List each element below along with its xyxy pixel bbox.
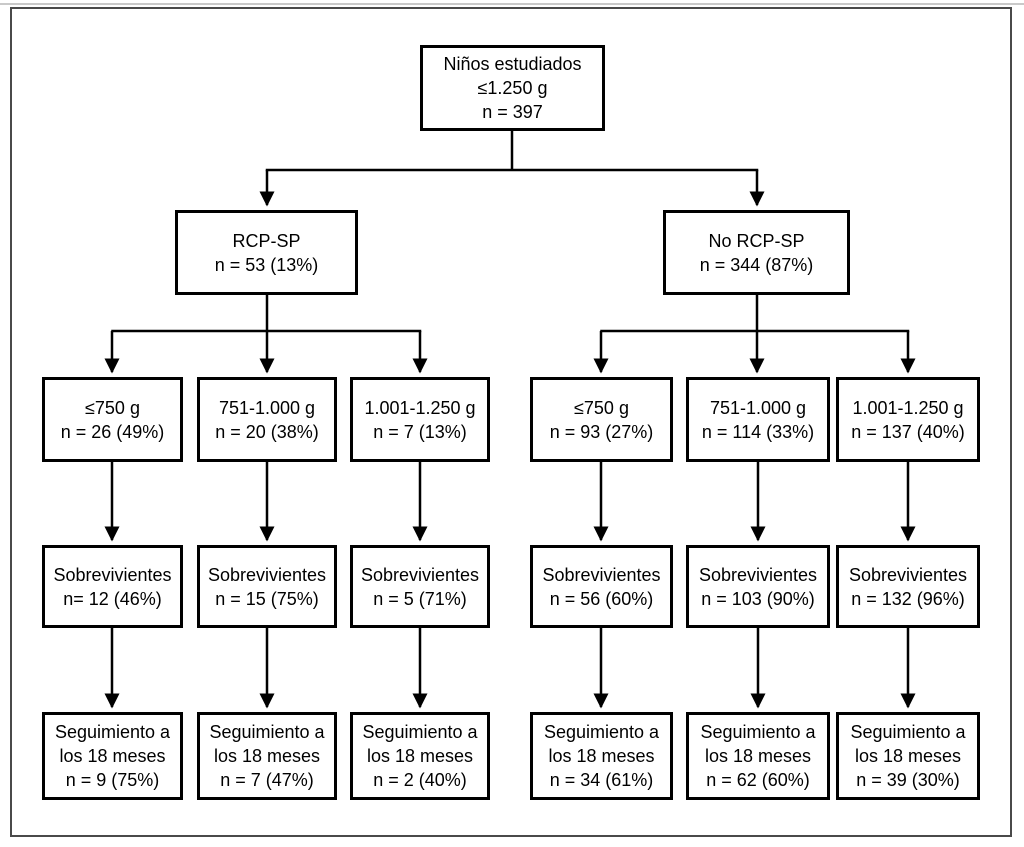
node-no-rcp-sp: No RCP-SP n = 344 (87%) xyxy=(663,210,850,295)
node-line: 1.001-1.250 g xyxy=(364,397,476,418)
node-line: Niños estudiados xyxy=(443,54,582,74)
node-line: n = 62 (60%) xyxy=(706,770,810,790)
node-line: Seguimiento a xyxy=(543,722,660,742)
node-line: n = 26 (49%) xyxy=(60,421,165,442)
node-line: 751-1.000 g xyxy=(218,397,316,418)
node-line: n = 137 (40%) xyxy=(851,421,965,442)
figure-border xyxy=(10,7,1012,837)
node-line: los 18 meses xyxy=(213,746,321,766)
node-line: n = 20 (38%) xyxy=(215,421,319,442)
node-line: los 18 meses xyxy=(704,746,812,766)
node-line: Seguimiento a xyxy=(700,722,816,742)
node-line: Seguimiento a xyxy=(209,722,325,742)
node-line: n = 7 (13%) xyxy=(373,421,467,442)
node-line: n = 56 (60%) xyxy=(549,588,654,609)
node-line: 1.001-1.250 g xyxy=(852,397,964,418)
node-line: n = 34 (61%) xyxy=(549,770,654,790)
node-survivors-rcp-750: Sobrevivientes n= 12 (46%) xyxy=(42,545,183,628)
node-survivors-norcp-1001-1250: Sobrevivientes n = 132 (96%) xyxy=(836,545,980,628)
node-followup-rcp-750: Seguimiento a los 18 meses n = 9 (75%) xyxy=(42,712,183,800)
node-rcp-sp: RCP-SP n = 53 (13%) xyxy=(175,210,358,295)
node-line: los 18 meses xyxy=(548,746,655,766)
figure-top-edge xyxy=(0,3,1024,5)
node-weight-norcp-751-1000: 751-1.000 g n = 114 (33%) xyxy=(686,377,830,462)
node-line: n = 114 (33%) xyxy=(701,421,815,442)
node-line: ≤1.250 g xyxy=(477,78,548,98)
node-followup-norcp-751-1000: Seguimiento a los 18 meses n = 62 (60%) xyxy=(686,712,830,800)
node-line: Sobrevivientes xyxy=(207,564,327,585)
node-line: n = 53 (13%) xyxy=(214,254,319,275)
node-followup-rcp-1001-1250: Seguimiento a los 18 meses n = 2 (40%) xyxy=(350,712,490,800)
node-line: ≤750 g xyxy=(574,397,629,418)
node-line: n = 93 (27%) xyxy=(549,421,654,442)
node-line: n= 12 (46%) xyxy=(63,588,162,609)
node-root-population: Niños estudiados ≤1.250 g n = 397 xyxy=(420,45,605,131)
node-line: n = 103 (90%) xyxy=(701,588,815,609)
node-line: No RCP-SP xyxy=(708,230,805,251)
node-line: Seguimiento a xyxy=(362,722,478,742)
node-weight-rcp-751-1000: 751-1.000 g n = 20 (38%) xyxy=(197,377,337,462)
node-line: Seguimiento a xyxy=(850,722,966,742)
node-line: Sobrevivientes xyxy=(698,564,818,585)
node-line: Sobrevivientes xyxy=(53,564,172,585)
node-followup-norcp-1001-1250: Seguimiento a los 18 meses n = 39 (30%) xyxy=(836,712,980,800)
node-line: Seguimiento a xyxy=(54,722,171,742)
node-weight-rcp-750: ≤750 g n = 26 (49%) xyxy=(42,377,183,462)
node-line: los 18 meses xyxy=(366,746,474,766)
node-line: n = 344 (87%) xyxy=(699,254,814,275)
node-line: n = 39 (30%) xyxy=(856,770,960,790)
node-weight-norcp-1001-1250: 1.001-1.250 g n = 137 (40%) xyxy=(836,377,980,462)
node-survivors-rcp-751-1000: Sobrevivientes n = 15 (75%) xyxy=(197,545,337,628)
node-weight-norcp-750: ≤750 g n = 93 (27%) xyxy=(530,377,673,462)
node-weight-rcp-1001-1250: 1.001-1.250 g n = 7 (13%) xyxy=(350,377,490,462)
node-followup-rcp-751-1000: Seguimiento a los 18 meses n = 7 (47%) xyxy=(197,712,337,800)
node-line: n = 9 (75%) xyxy=(65,770,160,790)
node-line: n = 15 (75%) xyxy=(215,588,319,609)
node-line: ≤750 g xyxy=(85,397,140,418)
node-survivors-norcp-751-1000: Sobrevivientes n = 103 (90%) xyxy=(686,545,830,628)
node-line: los 18 meses xyxy=(854,746,962,766)
node-followup-norcp-750: Seguimiento a los 18 meses n = 34 (61%) xyxy=(530,712,673,800)
node-line: Sobrevivientes xyxy=(360,564,480,585)
node-line: RCP-SP xyxy=(232,230,301,251)
node-line: n = 2 (40%) xyxy=(373,770,467,790)
node-line: n = 5 (71%) xyxy=(373,588,467,609)
node-line: Sobrevivientes xyxy=(848,564,968,585)
node-line: n = 132 (96%) xyxy=(851,588,965,609)
node-line: 751-1.000 g xyxy=(709,397,807,418)
node-line: los 18 meses xyxy=(59,746,166,766)
node-survivors-rcp-1001-1250: Sobrevivientes n = 5 (71%) xyxy=(350,545,490,628)
node-line: n = 397 xyxy=(482,102,543,122)
node-line: Sobrevivientes xyxy=(542,564,661,585)
node-line: n = 7 (47%) xyxy=(220,770,314,790)
node-survivors-norcp-750: Sobrevivientes n = 56 (60%) xyxy=(530,545,673,628)
